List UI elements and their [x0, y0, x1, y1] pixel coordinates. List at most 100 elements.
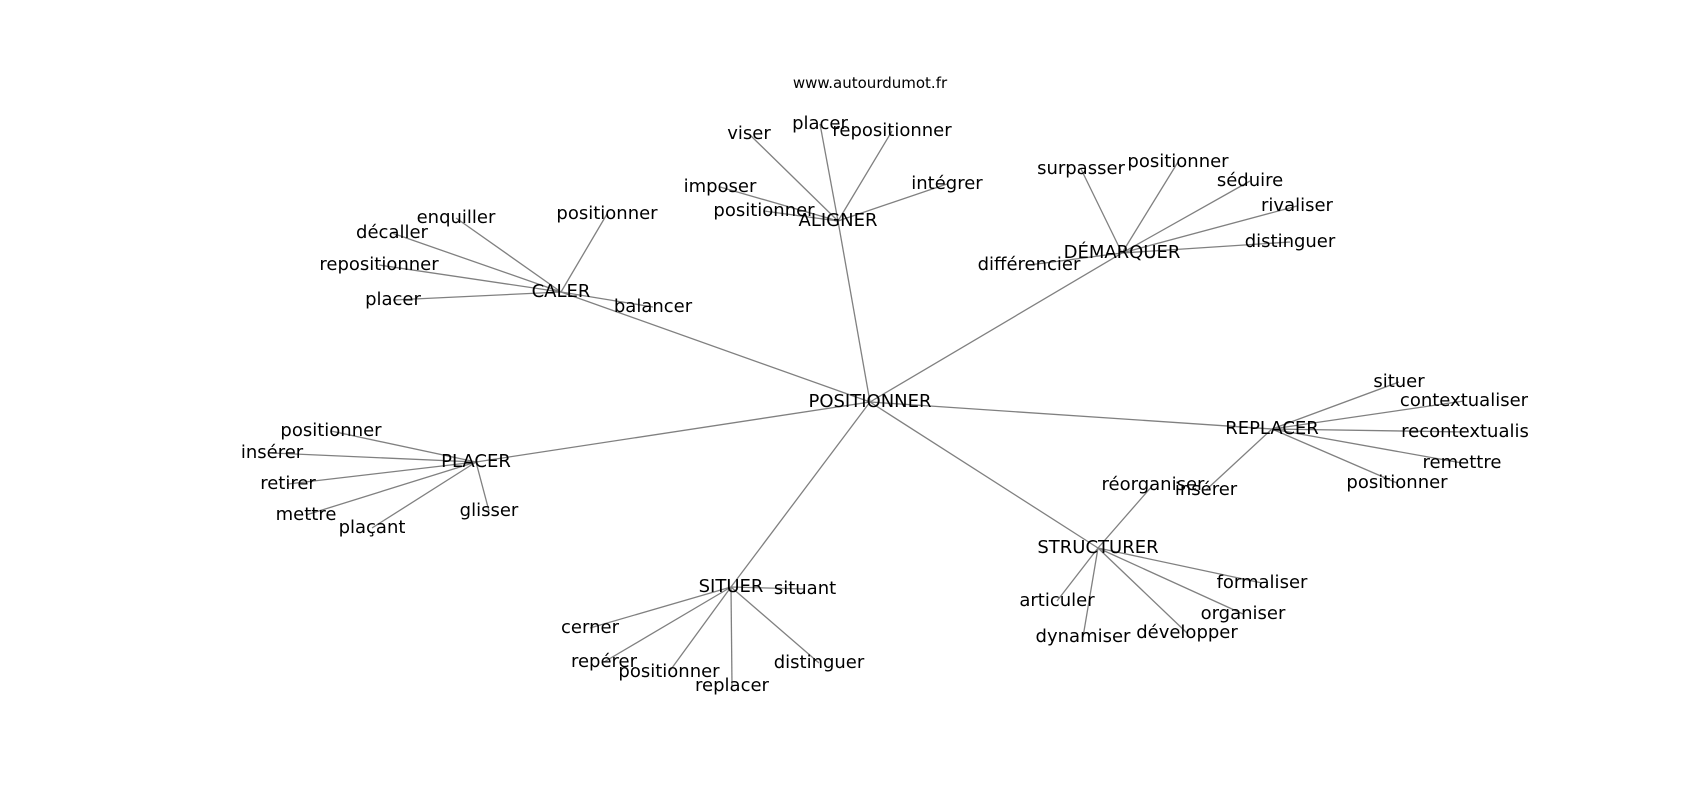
- leaf-node-situer-0: situant: [774, 578, 836, 599]
- leaf-node-demarquer-1: positionner: [1127, 151, 1229, 172]
- edge-placer-2: [287, 461, 477, 485]
- edge-structurer-2: [1056, 547, 1099, 602]
- leaf-node-aligner-2: repositionner: [832, 120, 952, 141]
- edge-replacer-1: [1271, 400, 1465, 430]
- leaf-node-caler-5: balancer: [614, 296, 693, 317]
- leaf-node-situer-1: cerner: [561, 617, 620, 638]
- edge-aligner-3: [719, 186, 839, 222]
- branch-node-aligner: ALIGNER: [799, 210, 878, 231]
- edge-center-situer: [730, 401, 871, 588]
- edge-caler-0: [455, 217, 562, 293]
- edge-aligner-4: [763, 210, 839, 222]
- leaf-node-placer-3: mettre: [276, 504, 337, 525]
- edge-demarquer-5: [1028, 252, 1123, 266]
- leaf-node-situer-2: repérer: [571, 651, 638, 672]
- leaf-node-structurer-5: dynamiser: [1036, 626, 1132, 647]
- edge-replacer-4: [1271, 428, 1398, 484]
- edge-caler-1: [391, 232, 562, 293]
- leaf-node-aligner-5: intégrer: [911, 173, 983, 194]
- leaf-node-demarquer-0: surpasser: [1037, 158, 1125, 179]
- leaf-node-caler-0: enquiller: [417, 207, 496, 228]
- branch-node-placer: PLACER: [441, 451, 511, 472]
- leaf-node-placer-1: insérer: [241, 442, 304, 463]
- edge-aligner-0: [748, 133, 839, 222]
- edge-caler-5: [560, 291, 654, 308]
- leaf-node-situer-3: positionner: [618, 661, 720, 682]
- branch-node-demarquer: DÉMARQUER: [1064, 241, 1181, 263]
- edge-aligner-5: [837, 183, 948, 222]
- edge-placer-5: [475, 461, 490, 512]
- leaf-node-replacer-1: contextualiser: [1400, 390, 1529, 411]
- leaf-node-situer-5: distinguer: [774, 652, 865, 673]
- edge-center-caler: [560, 291, 871, 403]
- edge-replacer-5: [1205, 428, 1273, 491]
- graph-labels: POSITIONNER ALIGNER viser placer repositionn…: [241, 113, 1529, 696]
- edge-center-replacer: [869, 401, 1273, 430]
- edge-demarquer-0: [1080, 168, 1123, 254]
- leaf-node-aligner-4: positionner: [713, 200, 815, 221]
- leaf-node-caler-3: placer: [365, 289, 421, 310]
- edge-demarquer-2: [1121, 180, 1251, 254]
- leaf-node-placer-2: retirer: [260, 473, 316, 494]
- edge-structurer-5: [1082, 547, 1099, 638]
- leaf-node-aligner-3: imposer: [684, 176, 757, 197]
- leaf-node-demarquer-5: différencier: [978, 254, 1081, 275]
- edge-demarquer-1: [1121, 161, 1179, 254]
- edge-center-aligner: [837, 220, 871, 403]
- leaf-node-placer-5: glisser: [460, 500, 519, 521]
- branch-node-caler: CALER: [532, 281, 591, 302]
- leaf-node-placer-4: plaçant: [339, 517, 406, 538]
- edge-structurer-1: [1097, 547, 1263, 584]
- edge-center-demarquer: [869, 252, 1123, 403]
- branch-node-situer: SITUER: [699, 576, 764, 597]
- leaf-node-replacer-4: positionner: [1346, 472, 1448, 493]
- edge-replacer-3: [1271, 428, 1463, 464]
- leaf-node-demarquer-4: distinguer: [1245, 231, 1336, 252]
- leaf-node-caler-2: repositionner: [319, 254, 439, 275]
- edge-center-structurer: [869, 401, 1099, 549]
- leaf-node-replacer-3: remettre: [1423, 452, 1502, 473]
- edge-aligner-1: [819, 123, 839, 222]
- leaf-node-structurer-4: développer: [1136, 622, 1238, 643]
- edge-situer-4: [730, 586, 733, 687]
- credit-text: www.autourdumot.fr: [793, 74, 948, 92]
- leaf-node-demarquer-2: séduire: [1217, 170, 1283, 191]
- leaf-node-placer-0: positionner: [280, 420, 382, 441]
- edge-situer-2: [603, 586, 732, 663]
- edge-structurer-4: [1097, 547, 1188, 634]
- edge-situer-1: [589, 586, 732, 629]
- graph-edges: [271, 123, 1466, 687]
- leaf-node-caler-1: décaller: [356, 222, 429, 243]
- leaf-node-aligner-0: viser: [727, 123, 771, 144]
- edge-demarquer-3: [1121, 205, 1298, 254]
- edge-placer-1: [271, 452, 477, 463]
- leaf-node-structurer-0: réorganiser: [1102, 474, 1205, 495]
- leaf-node-structurer-3: organiser: [1201, 603, 1286, 624]
- leaf-node-structurer-1: formaliser: [1217, 572, 1308, 593]
- edge-replacer-0: [1271, 381, 1400, 430]
- edge-situer-3: [668, 586, 732, 673]
- leaf-node-situer-4: replacer: [695, 675, 770, 696]
- leaf-node-replacer-2: recontextualis: [1401, 421, 1529, 442]
- leaf-node-caler-4: positionner: [556, 203, 658, 224]
- edge-aligner-2: [837, 130, 893, 222]
- edge-demarquer-4: [1121, 241, 1291, 254]
- edge-placer-3: [305, 461, 477, 516]
- leaf-node-demarquer-3: rivaliser: [1261, 195, 1334, 216]
- edge-caler-3: [392, 291, 562, 301]
- edge-placer-4: [371, 461, 477, 529]
- leaf-node-structurer-2: articuler: [1019, 590, 1095, 611]
- edge-center-placer: [475, 401, 871, 463]
- edge-placer-0: [330, 430, 477, 463]
- branch-node-structurer: STRUCTURER: [1037, 537, 1158, 558]
- edge-caler-2: [378, 264, 562, 293]
- edge-caler-4: [560, 213, 608, 293]
- edge-structurer-0: [1097, 484, 1154, 549]
- leaf-node-replacer-5: insérer: [1175, 479, 1238, 500]
- center-node: POSITIONNER: [808, 391, 931, 412]
- edge-structurer-3: [1097, 547, 1244, 615]
- edge-situer-5: [730, 586, 820, 664]
- leaf-node-replacer-0: situer: [1373, 371, 1425, 392]
- branch-node-replacer: REPLACER: [1225, 418, 1319, 439]
